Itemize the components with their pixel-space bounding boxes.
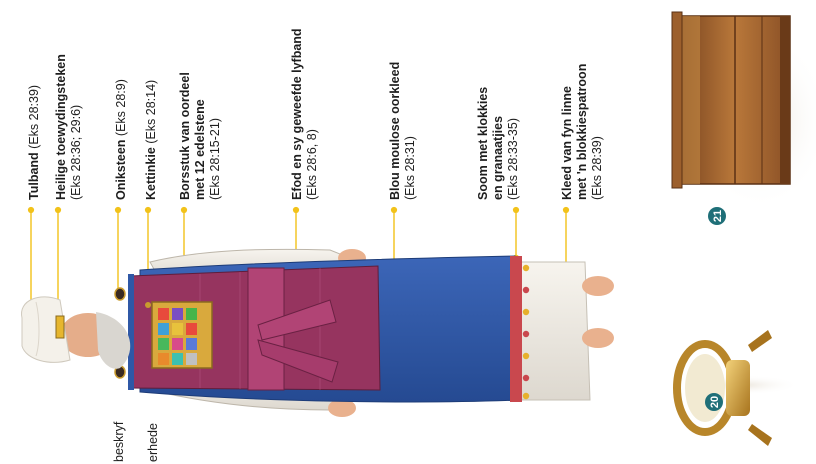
svg-text:21: 21 — [712, 210, 724, 222]
laver-illustration — [677, 330, 800, 446]
badge-20: 20 — [705, 393, 723, 411]
high-priest-illustration — [22, 249, 614, 417]
foot-2 — [582, 328, 614, 348]
svg-text:20: 20 — [709, 396, 721, 408]
chest-illustration — [672, 12, 816, 210]
chain — [145, 302, 151, 308]
holy-crown-plate — [56, 316, 64, 338]
foot-1 — [582, 276, 614, 296]
onyx-stone — [115, 288, 125, 300]
beard — [96, 312, 130, 369]
badge-21: 21 — [708, 207, 726, 225]
